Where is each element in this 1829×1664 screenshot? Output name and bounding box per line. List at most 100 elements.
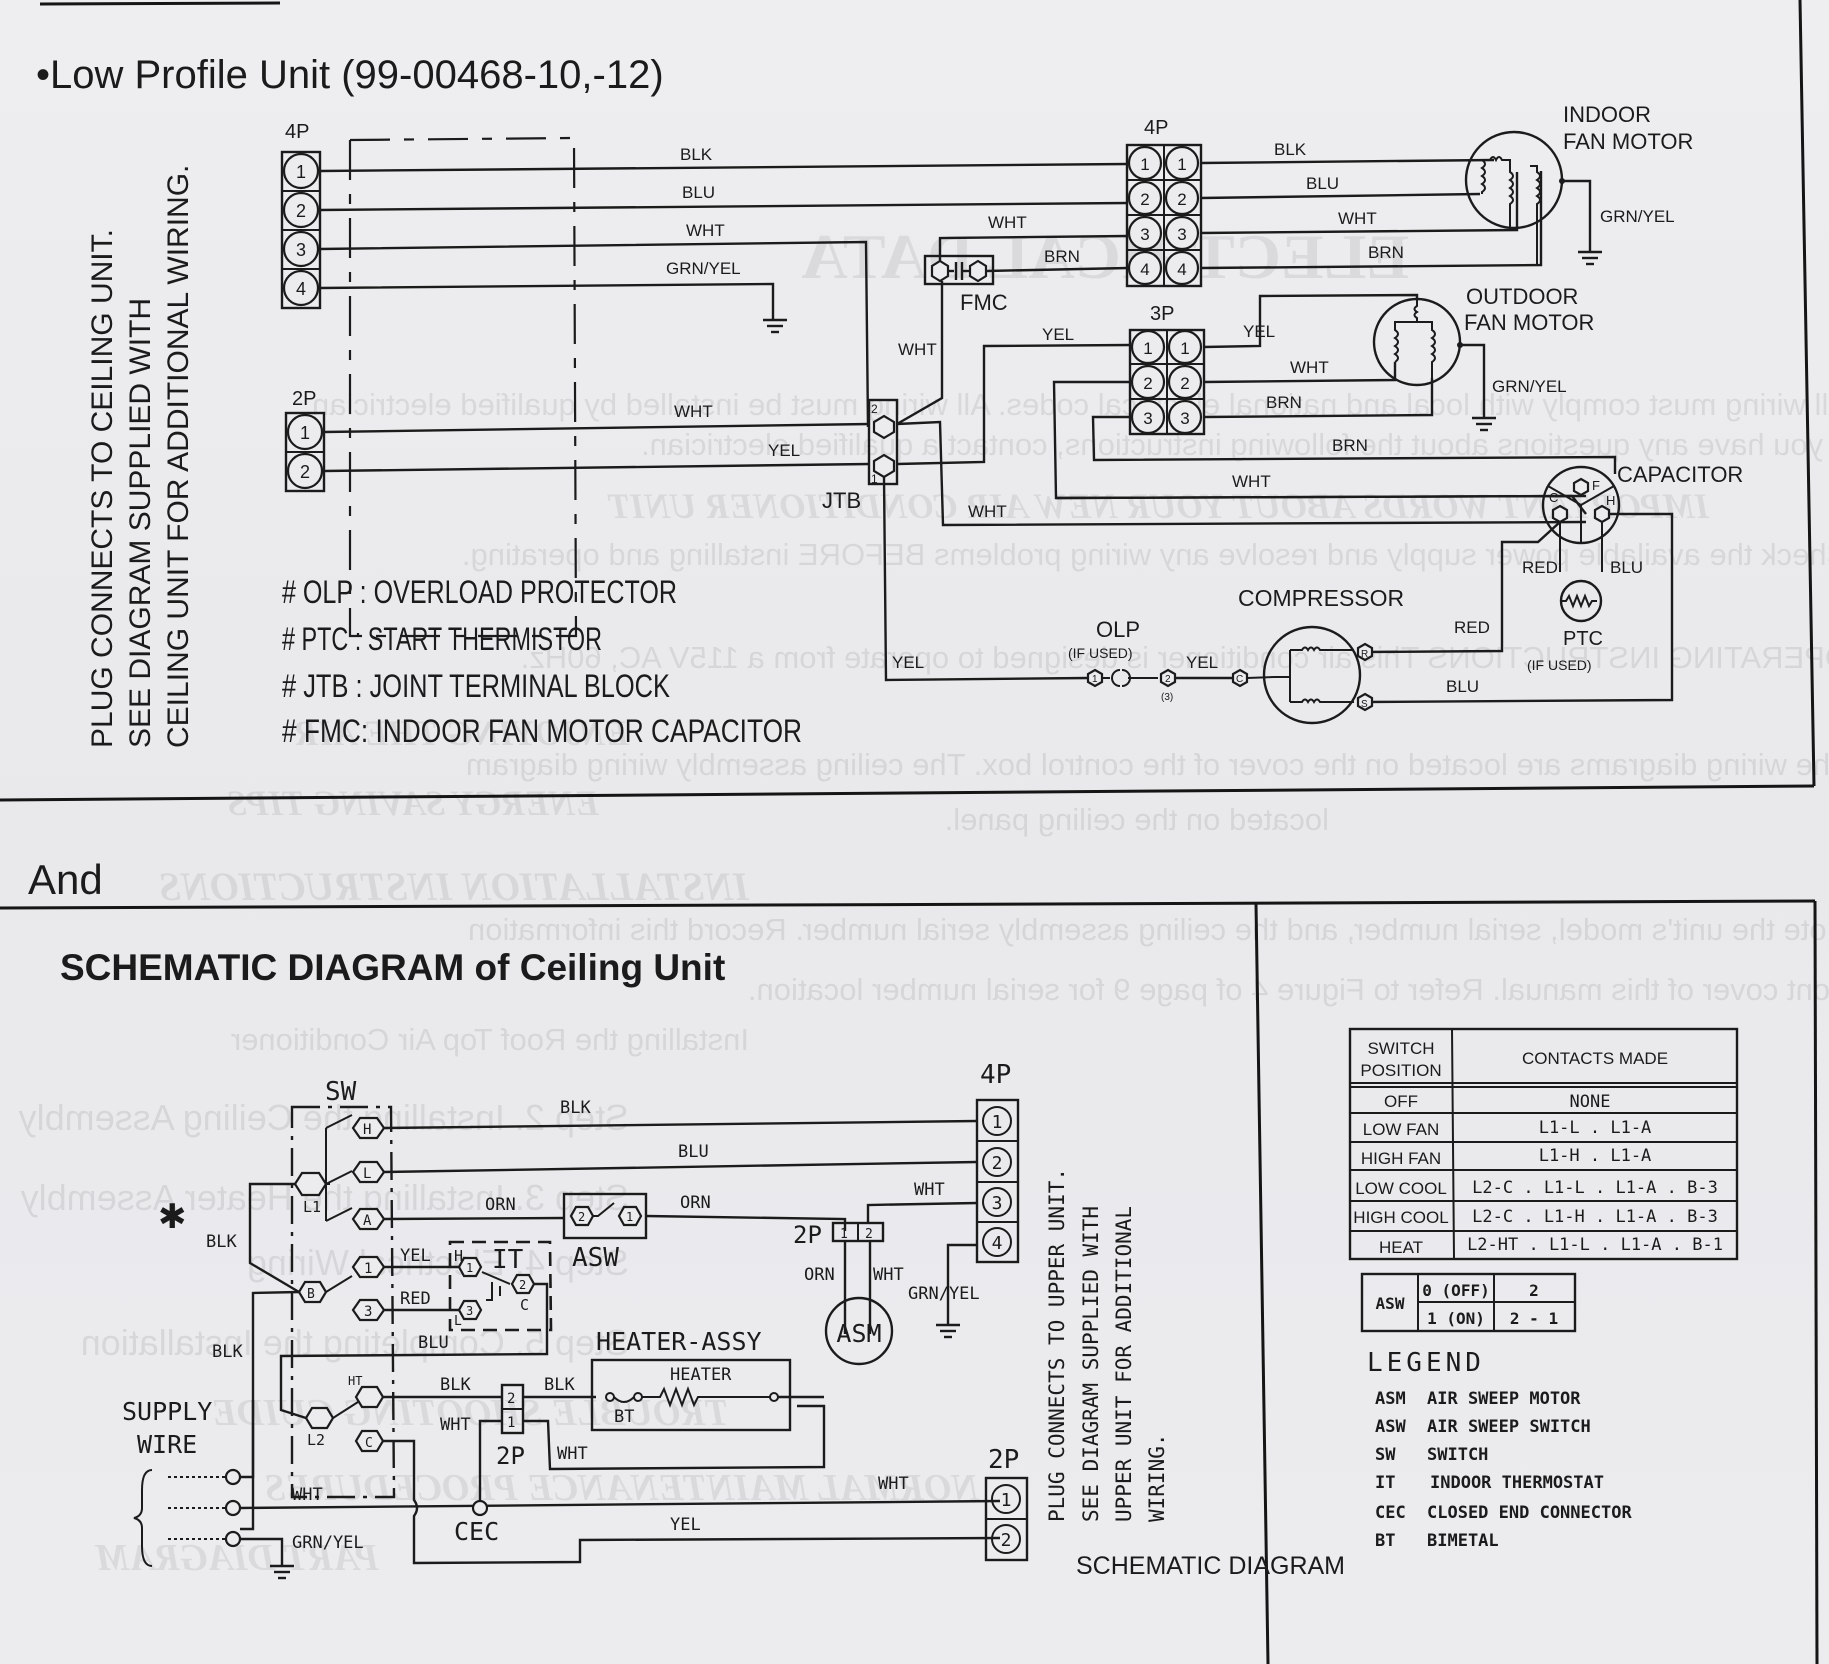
pin-number: 2 — [507, 1391, 515, 1407]
table-row: HEAT L2-HT . L1-L . L1-A . B-1 — [1379, 1235, 1723, 1257]
side-note-line: UPPER UNIT FOR ADDITIONAL — [1112, 1206, 1136, 1522]
ghost-line: TROUBLE SHOOTING GUIDE — [212, 1392, 729, 1434]
header-switch-position: POSITION — [1360, 1061, 1441, 1080]
switch-boundary — [290, 1105, 396, 1499]
ghost-line: front cover of this manual. Refer to Fig… — [748, 972, 1829, 1007]
connector-4p-left: 1 2 3 4 — [280, 150, 322, 310]
bimetal-label: BT — [614, 1407, 634, 1427]
wire-orn-a — [383, 1216, 565, 1221]
asw-contacts: 2 - 1 — [1510, 1309, 1558, 1328]
wire-grnyel-supply — [240, 1537, 284, 1566]
jtb-pin-1: 1 — [871, 472, 878, 486]
asm-label: ASM — [836, 1319, 881, 1348]
wire-orn-asw — [645, 1214, 847, 1231]
legend-meaning: INDOOR THERMOSTAT — [1430, 1473, 1604, 1493]
thermostat-pin-1: 1 — [466, 1261, 473, 1275]
legend-title: LEGEND — [1367, 1348, 1485, 1378]
thermostat-pin-3: 3 — [466, 1304, 473, 1318]
wire-label-blk-heater: BLK — [544, 1375, 575, 1395]
connector-4p-left-label: 4P — [285, 121, 309, 143]
terminal-ht-label: HT — [348, 1374, 362, 1388]
pin-number: 4 — [1177, 260, 1186, 279]
ghost-line: If you have any questions about the foll… — [641, 427, 1829, 462]
heater-label: HEATER — [670, 1365, 732, 1385]
fmc-label: FMC — [960, 290, 1008, 315]
wire-wht-2p1 — [478, 1419, 502, 1508]
pin-number: 2 — [300, 462, 310, 482]
wire-wht-4p3 — [866, 1201, 978, 1223]
connector-2p-right: 1 2 — [984, 1476, 1029, 1562]
wire-label-yel-olp-out: YEL — [1186, 653, 1218, 672]
pin-number: 4 — [1140, 260, 1149, 279]
connector-2p-asm-label: 2P — [793, 1221, 822, 1249]
connector-2p-left-label: 2P — [292, 388, 316, 410]
wire-label-blk: BLK — [680, 145, 713, 164]
thermostat-label: IT — [492, 1245, 524, 1275]
lower-frame-top — [0, 899, 1816, 910]
wire-brn-fmc — [985, 266, 1129, 273]
ground-symbol-asm — [936, 1323, 960, 1339]
wire-blk — [319, 162, 1129, 173]
legend-abbr: ASM — [1375, 1389, 1406, 1409]
upper-title: •Low Profile Unit (99-00468-10,-12) — [36, 53, 664, 97]
pin-number: 1 — [1140, 155, 1149, 174]
wire-label-blk-left: BLK — [206, 1232, 237, 1252]
lower-side-note: PLUG CONNECTS TO UPPER UNIT. SEE DIAGRAM… — [1045, 1168, 1169, 1522]
terminal-ht — [354, 1385, 385, 1409]
legend-item: IT INDOOR THERMOSTAT — [1375, 1473, 1604, 1493]
air-sweep-switch: 2 1 — [562, 1192, 648, 1240]
lower-diagram: SCHEMATIC DIAGRAM of Ceiling Unit SCHEMA… — [60, 947, 1345, 1580]
pin-number: 2 — [865, 1227, 873, 1242]
compressor-label: COMPRESSOR — [1238, 585, 1404, 611]
wire-wht-heater-ret — [523, 1404, 826, 1471]
wire-blu-l — [383, 1160, 978, 1174]
table-row: LOW FAN L1-L . L1-A — [1363, 1118, 1652, 1139]
wire-label-grnyel-supply: GRN/YEL — [292, 1533, 364, 1553]
wire-label-blk-ht: BLK — [440, 1375, 471, 1395]
wire-label-blu-l: BLU — [678, 1142, 709, 1162]
wire-grnyel — [319, 282, 775, 320]
wire-yel-c — [383, 1439, 1001, 1565]
row-position: OFF — [1384, 1092, 1418, 1111]
selector-switch: L1 H L A B 1 3 L2 HT C — [293, 1114, 386, 1453]
supply-wire-label: WIRE — [137, 1430, 197, 1459]
legend-item: SW SWITCH — [1375, 1445, 1488, 1465]
olp-note: (IF USED) — [1068, 645, 1133, 661]
legend-meaning: SWITCH — [1427, 1445, 1488, 1465]
pin-number: 1 — [1001, 1490, 1012, 1511]
upper-diagram: •Low Profile Unit (99-00468-10,-12) PLUG… — [36, 53, 1743, 749]
legend-meaning: AIR SWEEP MOTOR — [1427, 1389, 1581, 1409]
row-contacts: L2-HT . L1-L . L1-A . B-1 — [1467, 1235, 1723, 1255]
wire-label-wht-jtb: WHT — [898, 340, 937, 359]
and-separator: And — [28, 856, 103, 903]
supply-wire-label: SUPPLY — [122, 1397, 212, 1426]
wire-blu-it — [279, 1282, 549, 1420]
ptc-label: PTC — [1563, 628, 1603, 650]
bleed-through-text: ELECTRICAL DATA All wiring must comply w… — [19, 221, 1829, 1579]
lower-caption: SCHEMATIC DIAGRAM — [1076, 1552, 1345, 1580]
legend-meaning: BIMETAL — [1427, 1531, 1499, 1551]
pin-number: 3 — [992, 1193, 1003, 1214]
legend-item: BT BIMETAL — [1375, 1531, 1499, 1551]
ghost-line: IMPORTANT WORDS ABOUT YOUR NEW AIR CONDI… — [606, 486, 1710, 526]
wire-red-cap-comp — [1364, 521, 1561, 654]
connector-4p-right: 1 1 2 2 3 3 4 4 — [1125, 143, 1203, 288]
pin-number: 4 — [992, 1233, 1003, 1254]
row-contacts: NONE — [1570, 1092, 1611, 1112]
connector-2p-asm: 1 2 — [831, 1221, 885, 1243]
comp-terminal-s: S — [1361, 699, 1368, 710]
pin-number: 2 — [1180, 374, 1189, 393]
wire-label-yel-it: YEL — [400, 1246, 431, 1266]
ghost-line: located on the ceiling panel. — [945, 802, 1329, 837]
thermostat-h: H — [454, 1247, 463, 1265]
abbrev-olp: # OLP : OVERLOAD PROTECTOR — [282, 574, 677, 610]
heater-assy-label: HEATER-ASSY — [596, 1327, 762, 1356]
olp-label: OLP — [1096, 617, 1140, 642]
upper-side-note: PLUG CONNECTS TO CEILING UNIT. SEE DIAGR… — [86, 165, 195, 748]
wire-wht-outdoor — [1203, 362, 1397, 384]
wire-label-yel-outdoor: YEL — [1243, 322, 1275, 341]
terminal-h — [351, 1116, 386, 1140]
terminal-l-label: L — [363, 1166, 371, 1182]
